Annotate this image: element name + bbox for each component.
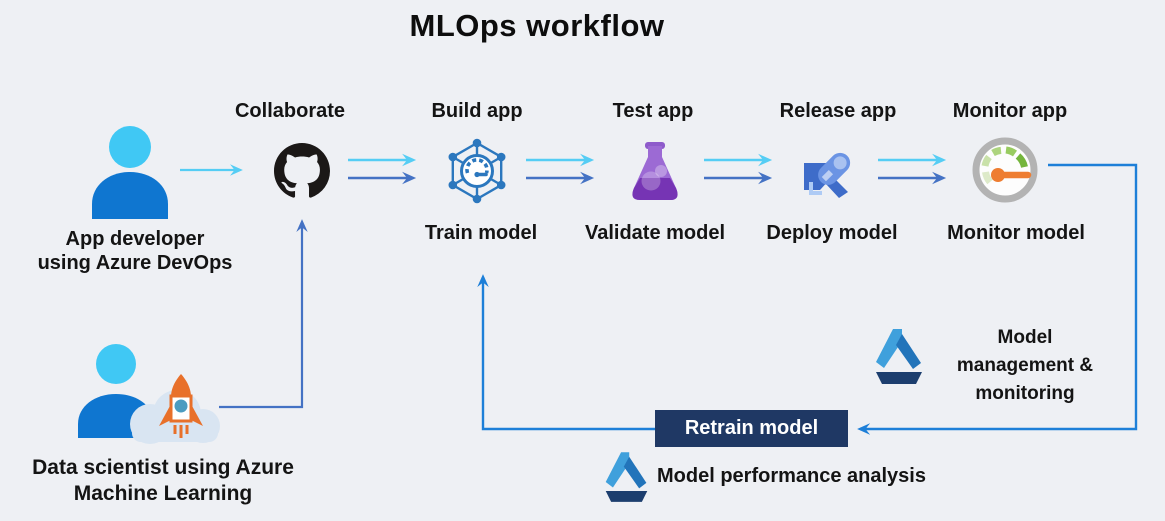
- label-app-developer-line2: using Azure DevOps: [37, 252, 233, 274]
- arrow-retrain-to-train: [477, 274, 656, 431]
- rocket-orange-icon: [159, 374, 203, 438]
- azure-ml-flask-icon: [873, 328, 925, 386]
- label-validate-model: Validate model: [584, 222, 726, 244]
- label-app-developer-line1: App developer: [65, 228, 205, 250]
- label-data-scientist: Data scientist using Azure Machine Learn…: [32, 455, 294, 507]
- monitor-gauge-icon: [971, 136, 1039, 204]
- test-flask-icon: [624, 140, 686, 204]
- retrain-model-label: Retrain model: [684, 417, 819, 439]
- release-rocket-icon: [798, 137, 864, 203]
- label-train-model: Train model: [424, 222, 538, 244]
- label-build-app: Build app: [431, 100, 523, 122]
- person-cloud-rocket-icon: [70, 342, 225, 444]
- label-model-management-line2: management &: [956, 355, 1094, 376]
- label-model-performance: Model performance analysis: [657, 465, 926, 487]
- azure-ml-flask-icon: [603, 451, 650, 504]
- label-deploy-model: Deploy model: [766, 222, 898, 244]
- github-icon: [274, 143, 330, 199]
- build-network-gauge-icon: [445, 137, 509, 205]
- label-data-scientist-line2: Machine Learning: [73, 482, 253, 505]
- person-icon: [88, 122, 172, 220]
- retrain-model-banner: Retrain model: [655, 410, 848, 447]
- label-monitor-model: Monitor model: [947, 222, 1085, 244]
- label-app-developer: App developer using Azure DevOps: [38, 227, 233, 275]
- page-title: MLOps workflow: [409, 8, 665, 43]
- label-collaborate: Collaborate: [234, 100, 346, 122]
- label-release-app: Release app: [779, 100, 897, 122]
- label-data-scientist-line1: Data scientist using Azure: [32, 456, 294, 479]
- label-test-app: Test app: [612, 100, 694, 122]
- label-model-management: Model management & monitoring: [940, 324, 1110, 408]
- label-model-management-line1: Model: [997, 327, 1053, 348]
- label-model-management-line3: monitoring: [975, 383, 1075, 404]
- label-monitor-app: Monitor app: [952, 100, 1068, 122]
